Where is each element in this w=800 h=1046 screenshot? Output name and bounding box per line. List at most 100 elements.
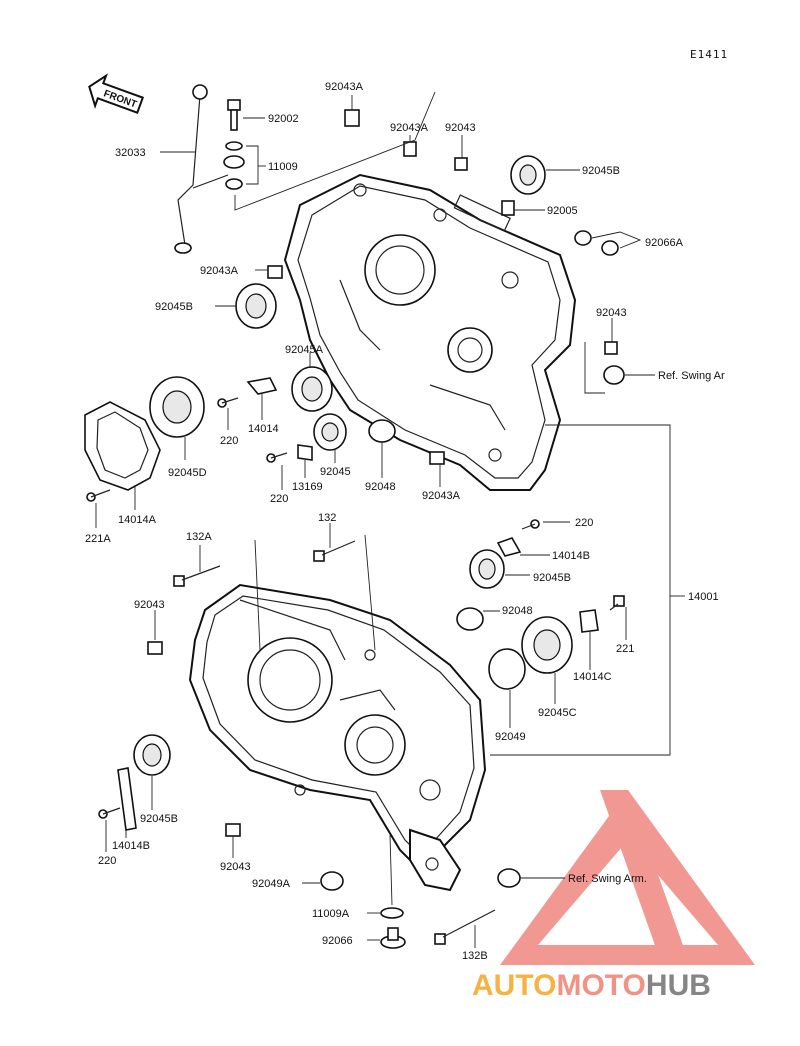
front-arrow-icon: FRONT [88,73,145,114]
label-14014C: 14014C [573,671,612,683]
label-92045C: 92045C [538,707,577,719]
oil-pipe-32033 [174,84,229,254]
plate-14014 [246,377,278,395]
plug-92066 [380,927,406,949]
label-92066A: 92066A [645,237,684,249]
plate-14014B-low [117,767,137,831]
leader-lines [95,91,685,948]
watermark-logo [500,790,755,965]
dowel-92043-right [604,341,618,355]
label-14014B-low: 14014B [112,840,150,852]
label-32033: 32033 [115,147,146,159]
label-92045B-top: 92045B [582,165,620,177]
label-14014A: 14014A [118,514,157,526]
label-92045D: 92045D [168,467,207,479]
washers-11009 [223,141,245,190]
part-labels: 92043A 92002 32033 11009 92043A 92043 92… [85,81,725,962]
diagram-code: E1411 [690,48,728,61]
label-92043A-top: 92043A [325,81,364,93]
bolt-220-d [98,807,121,819]
bearing-92045A [291,366,333,412]
label-11009A: 11009A [312,908,350,920]
watermark-hub: HUB [646,969,711,1002]
label-92043A-2: 92043A [390,122,429,134]
label-132: 132 [318,512,336,524]
bearing-92045B-top [510,155,546,195]
plate-13169 [297,444,313,461]
bearing-92045B-low [133,734,171,776]
svg-text:AUTOMOTOHUB: AUTOMOTOHUB [472,969,711,1002]
seal-92066A-1 [574,230,592,246]
label-92045: 92045 [320,466,351,478]
label-92049: 92049 [495,731,526,743]
label-14014B-r: 14014B [552,550,590,562]
seal-92049 [488,648,526,690]
bolt-221A [86,489,111,502]
washer-11009A [380,907,404,919]
label-220-c: 220 [575,517,593,529]
seal-92048-top [368,419,396,443]
bolt-220-c [521,519,540,530]
label-ref-swing-1: Ref. Swing Ar [658,370,725,382]
label-92045A: 92045A [285,344,324,356]
bearing-92045B-r [469,549,505,589]
label-92043-left: 92043 [134,599,165,611]
label-92045B-r: 92045B [533,572,571,584]
label-92043A-left: 92043A [200,265,239,277]
label-132A: 132A [186,531,212,543]
seal-92049A [320,871,344,891]
label-92005: 92005 [547,205,578,217]
label-92048-top: 92048 [365,481,396,493]
plate-14014C [579,609,599,633]
bolt-132B [434,909,496,945]
collar-ref-swing-2 [497,868,521,888]
label-92043A-mid: 92043A [422,490,461,502]
watermark-moto: MOTO [556,969,645,1002]
dowel-92043A-top [344,109,360,127]
bolt-220-a [217,397,239,408]
label-92002: 92002 [268,113,299,125]
bearing-92045 [313,413,347,451]
label-220-d: 220 [98,855,116,867]
bearing-92045D [149,376,205,438]
collar-ref-swing-1 [603,365,625,385]
label-132B: 132B [462,950,488,962]
label-92045B-low: 92045B [140,813,178,825]
label-14014: 14014 [248,423,279,435]
label-ref-swing-2: Ref. Swing Arm. [568,873,647,885]
bearing-92045B-left [235,283,277,329]
watermark-auto: AUTO [472,969,556,1002]
bolt-221 [609,595,625,611]
label-92048-low: 92048 [502,605,533,617]
plate-14014B-r [496,537,522,557]
label-221: 221 [616,643,634,655]
cover-14014A [84,401,161,491]
seal-92048-low [456,607,484,631]
bolt-132 [313,540,356,562]
label-220-b: 220 [270,493,288,505]
bearing-92045C [521,616,573,674]
label-92043-low: 92043 [220,861,251,873]
dowel-92043-top [454,157,468,171]
plug-92005 [501,200,515,216]
bolt-220-b [266,452,288,463]
label-220-a: 220 [220,435,238,447]
label-92045B-left: 92045B [155,301,193,313]
dowel-92043A-2 [403,141,417,157]
label-13169: 13169 [292,481,323,493]
label-92043-top: 92043 [445,122,476,134]
label-14001: 14001 [688,591,719,603]
dowel-92043A-mid [429,451,445,465]
watermark-text: AUTOMOTOHUB [472,969,711,1002]
bolt-132A [173,565,221,587]
label-92043-right: 92043 [596,307,627,319]
dowel-92043A-left [267,265,283,279]
lower-crankcase [188,583,487,892]
label-92049A: 92049A [252,878,291,890]
bolt-92002 [227,99,241,131]
upper-crankcase [283,173,577,491]
label-11009: 11009 [268,161,298,173]
dowel-92043-left [147,641,163,655]
label-221A: 221A [85,533,111,545]
